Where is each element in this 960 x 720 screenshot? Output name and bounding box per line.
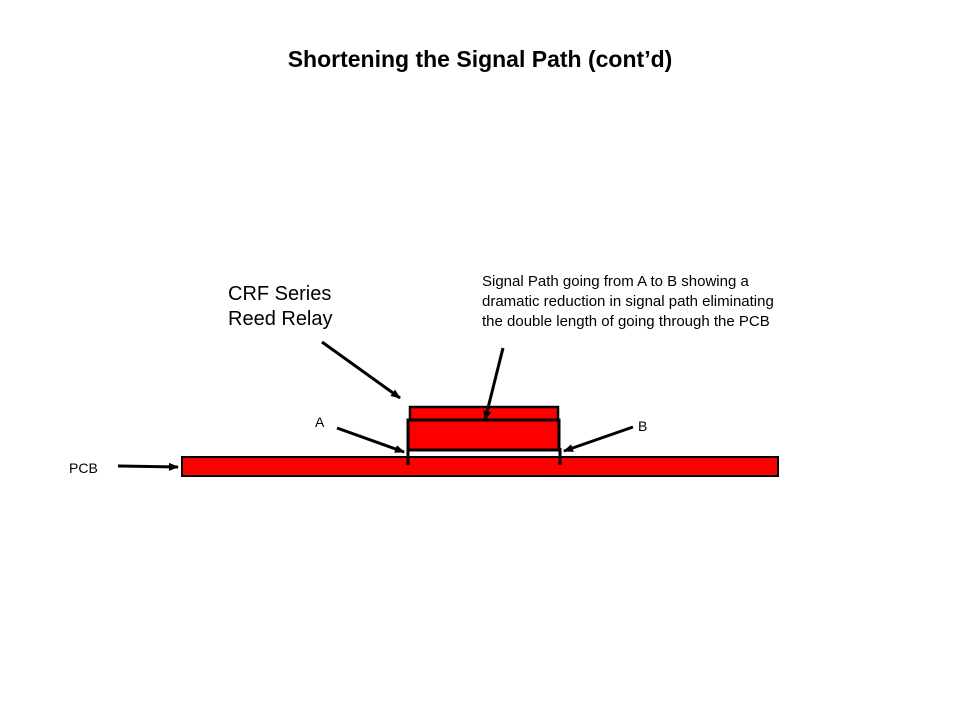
point-b-arrow [563,425,634,453]
relay-label: CRF Series Reed Relay [228,282,333,332]
point-b-label: B [638,418,648,434]
point-a-arrow [336,426,405,454]
relay-body [406,418,561,452]
signal-description-line1: Signal Path going from A to B showing a [482,273,749,290]
relay-label-line2: Reed Relay [228,308,333,330]
relay-label-line1: CRF Series [228,283,332,305]
signal-path-arrow [483,347,505,421]
signal-path-description: Signal Path going from A to B showing a … [482,272,774,332]
pcb-label: PCB [69,460,98,476]
relay-label-arrow [321,340,401,400]
slide-title: Shortening the Signal Path (cont’d) [287,46,673,72]
signal-description-line2: dramatic reduction in signal path elimin… [482,293,774,310]
pcb-board [181,456,779,477]
signal-description-line3: the double length of going through the P… [482,313,770,330]
point-a-label: A [315,414,325,430]
pcb-arrow [117,462,179,471]
